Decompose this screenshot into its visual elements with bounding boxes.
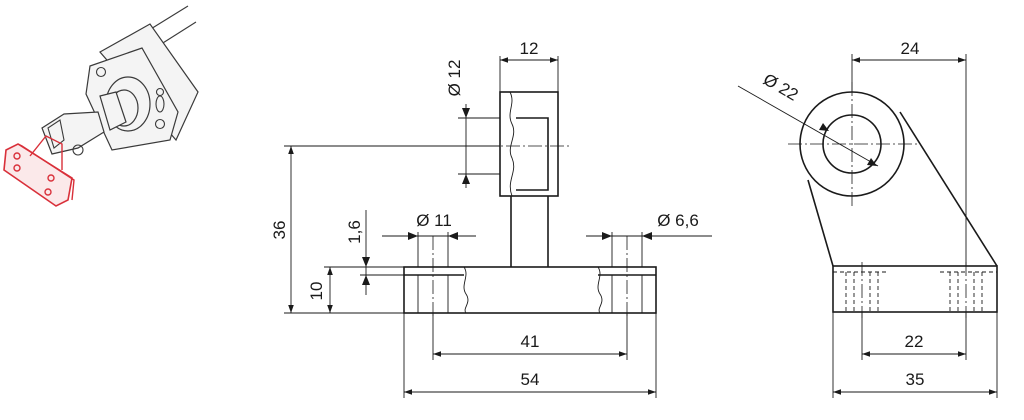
dim-counterbore-depth: 1,6 [345, 220, 364, 244]
dim-overall-width: 54 [521, 370, 540, 389]
dim-eye-offset: 24 [901, 39, 920, 58]
dim-side-hole-spacing: 22 [905, 332, 924, 351]
dim-counterbore-diameter: Ø 11 [416, 211, 452, 230]
dim-overall-height: 36 [270, 221, 289, 240]
front-view: 12 Ø 12 36 10 1,6 Ø 11 [270, 39, 712, 398]
base-block [403, 266, 657, 314]
dim-top-width: 12 [520, 39, 539, 58]
isometric-assembly-view [3, 5, 199, 207]
side-view: 24 Ø 22 22 35 [737, 39, 998, 398]
eye-housing [499, 91, 559, 197]
highlighted-foot-mount [3, 135, 75, 207]
side-base-block [832, 265, 998, 313]
dim-side-overall-width: 35 [906, 370, 925, 389]
dim-pin-diameter: Ø 12 [445, 60, 464, 97]
dim-hole-spacing: 41 [521, 332, 540, 351]
rod-clevis [41, 111, 105, 155]
dim-base-height: 10 [307, 282, 326, 301]
dim-hole-diameter: Ø 6,6 [657, 211, 699, 230]
dim-eye-diameter: Ø 22 [760, 70, 801, 105]
